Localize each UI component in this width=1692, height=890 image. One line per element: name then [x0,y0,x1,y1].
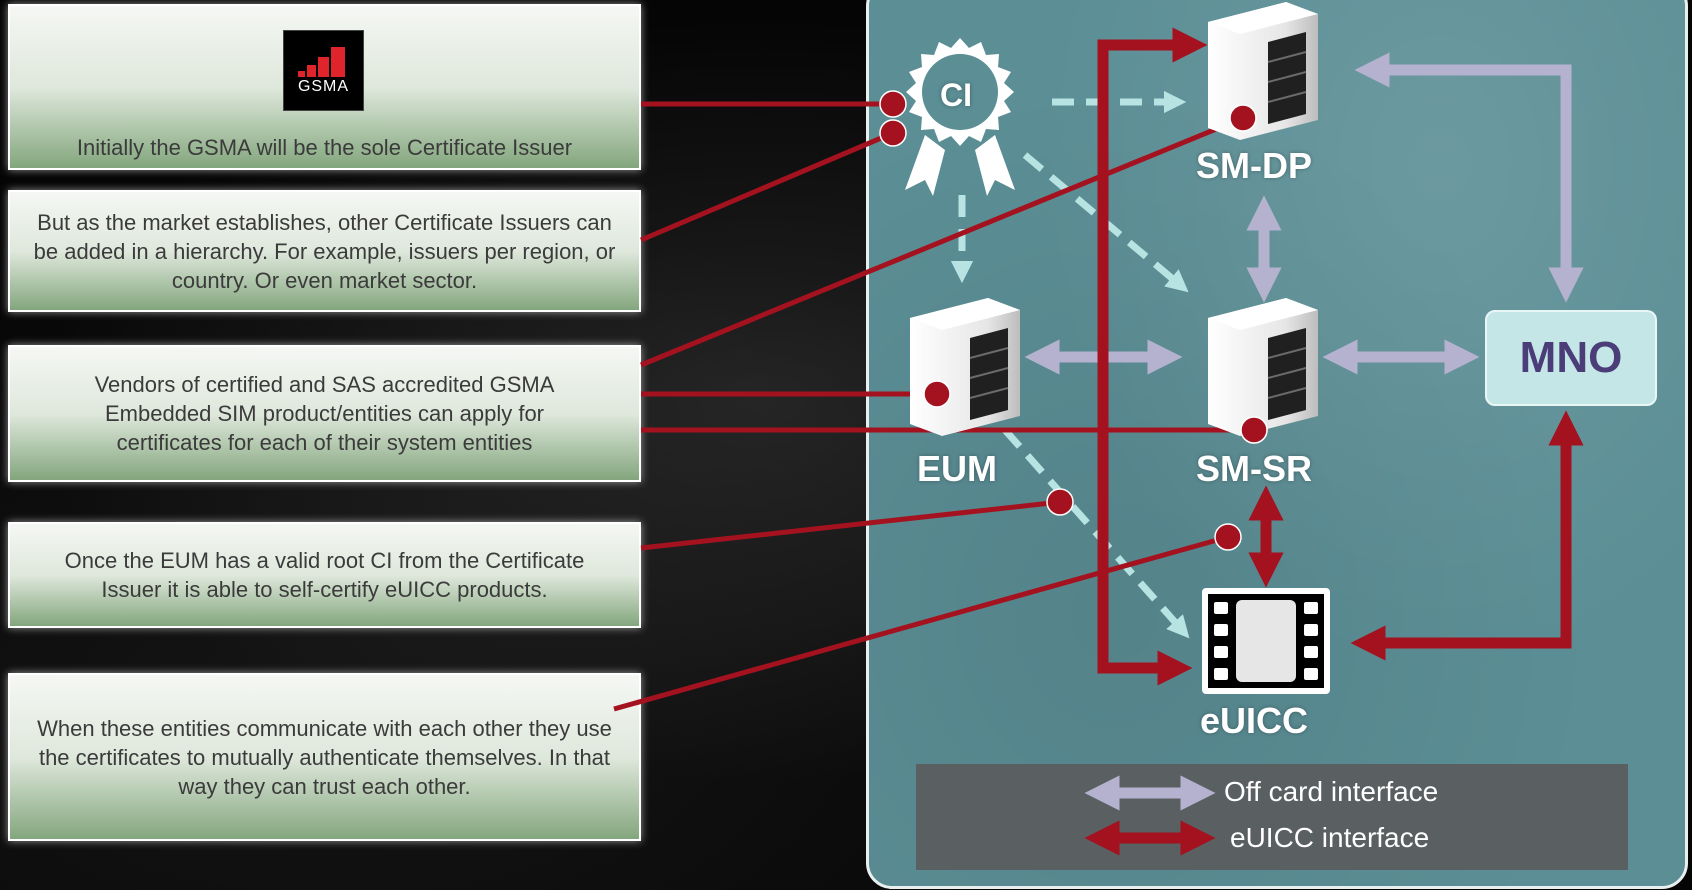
ci-label: CI [940,77,972,113]
legend-euicc-interface-label: eUICC interface [1230,822,1430,853]
callout-lines [613,101,1254,712]
mno-node: MNO [1485,310,1657,406]
legend-off-card-label: Off card interface [1224,776,1439,807]
vendors-box: Vendors of certified and SAS accredited … [8,345,641,482]
mno-label: MNO [1519,333,1623,382]
server-icon [910,298,1020,436]
hierarchy-box: But as the market establishes, other Cer… [8,190,641,312]
vendors-box-text: Vendors of certified and SAS accredited … [94,372,555,455]
sim-chip-icon [1202,588,1330,694]
smsr-label: SM-SR [1196,448,1312,489]
eum-label: EUM [917,448,997,489]
communicate-box: When these entities communicate with eac… [8,673,641,841]
gsma-logo: GSMA [283,30,364,111]
hierarchy-box-text: But as the market establishes, other Cer… [33,209,616,293]
gsma-box-text: Initially the GSMA will be the sole Cert… [76,135,573,160]
server-callout-dots [923,104,1268,444]
euicc-interface-arrows [1097,27,1584,686]
certificate-badge-icon [905,38,1015,196]
smdp-label: SM-DP [1196,145,1312,186]
server-icon [1208,2,1318,140]
gsma-logo-text: GSMA [297,78,350,95]
euicc-label: eUICC [1200,700,1309,741]
communicate-box-text: When these entities communicate with eac… [37,715,612,799]
eum-box-text: Once the EUM has a valid root CI from th… [64,548,585,602]
eum-box: Once the EUM has a valid root CI from th… [8,522,641,628]
server-icon [1208,298,1318,436]
legend [916,764,1628,870]
